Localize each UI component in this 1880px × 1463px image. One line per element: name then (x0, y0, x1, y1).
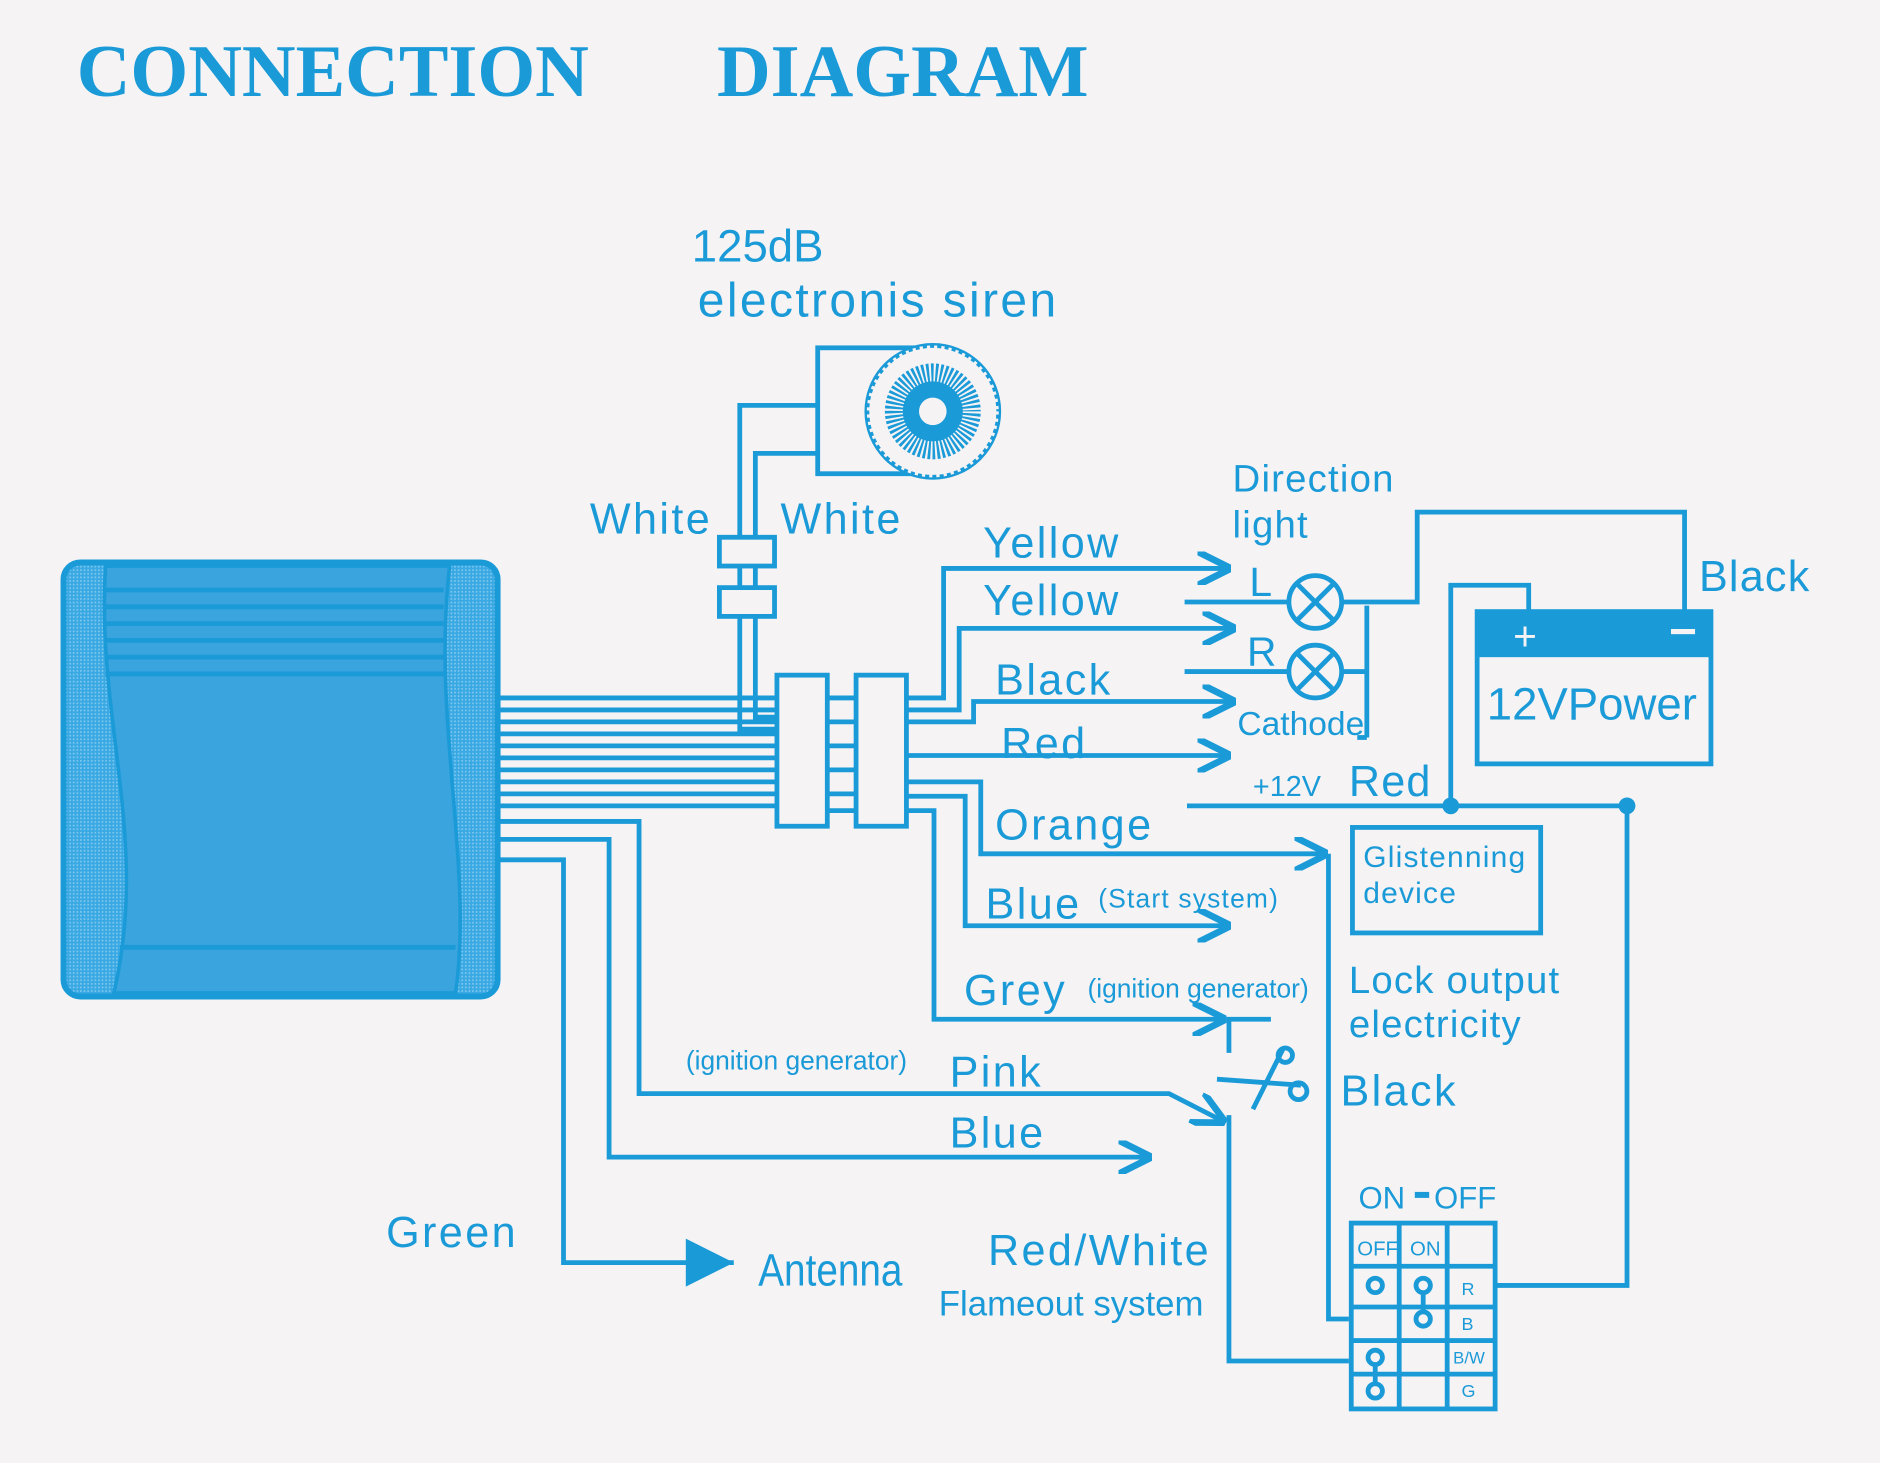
label-start-system: (Start system) (1098, 884, 1279, 914)
switch-row-r: R (1462, 1279, 1475, 1299)
label-lamp-r: R (1247, 629, 1276, 675)
label-cathode: Cathode (1237, 706, 1364, 743)
antenna-arrow-icon (685, 1238, 734, 1287)
scissors-cut-icon (1216, 1045, 1310, 1111)
wire-labels: Direction light L R Yellow Yellow Black … (386, 458, 1811, 1324)
siren-label: electronis siren (698, 275, 1059, 328)
junction-dot (1618, 797, 1636, 815)
label-grey: Grey (964, 967, 1067, 1015)
siren-db-label: 125dB (692, 221, 824, 272)
label-direction: Direction (1233, 458, 1395, 501)
output-wires (497, 568, 1325, 1266)
label-light: light (1233, 503, 1309, 546)
switch-on: ON (1358, 1181, 1405, 1216)
label-white-right: White (781, 496, 903, 544)
label-flameout: Flameout system (939, 1285, 1204, 1323)
switch-col-off: OFF (1357, 1238, 1398, 1260)
connector-1 (774, 672, 830, 829)
label-white-left: White (590, 496, 712, 544)
battery-minus: − (1669, 606, 1697, 659)
label-red: Red (1001, 720, 1087, 768)
alarm-main-unit (60, 559, 501, 1000)
label-black-battery: Black (1699, 553, 1811, 601)
label-black-lock: Black (1340, 1068, 1458, 1116)
switch-off: OFF (1434, 1181, 1496, 1216)
title-diagram: DIAGRAM (717, 31, 1089, 113)
battery-label: 12VPower (1487, 679, 1697, 730)
switch-row-b: B (1462, 1314, 1474, 1334)
label-black: Black (995, 656, 1113, 704)
glisten-line1: Glistenning (1363, 841, 1526, 874)
switch-col-on: ON (1410, 1238, 1441, 1260)
label-yellow-2: Yellow (983, 577, 1121, 625)
title-connection: CONNECTION (77, 31, 589, 113)
label-lamp-l: L (1249, 559, 1272, 605)
glisten-line2: device (1363, 877, 1457, 910)
connector-2 (853, 672, 909, 829)
fuse-holder-top (716, 534, 777, 569)
label-pink-note: (ignition generator) (686, 1046, 907, 1076)
label-plus12v: +12V (1253, 771, 1322, 803)
label-yellow-1: Yellow (983, 520, 1121, 568)
direction-lamp-l-icon (1286, 573, 1345, 631)
label-green: Green (386, 1209, 518, 1257)
label-grey-note: (ignition generator) (1087, 974, 1308, 1004)
switch-row-g: G (1462, 1381, 1476, 1401)
battery-plus: + (1513, 613, 1537, 659)
label-antenna: Antenna (758, 1244, 903, 1295)
fuse-holder-bottom (716, 585, 777, 619)
label-electricity: electricity (1349, 1003, 1522, 1046)
label-red-white: Red/White (988, 1227, 1211, 1275)
siren-icon (815, 343, 1002, 480)
label-blue: Blue (950, 1110, 1046, 1158)
switch-row-bw: B/W (1453, 1348, 1485, 1367)
label-blue-start: Blue (986, 881, 1082, 929)
direction-lamp-r-icon (1286, 642, 1345, 701)
glistening-device-box (1350, 825, 1544, 936)
label-lock-output: Lock output (1349, 959, 1561, 1002)
junction-dot (1442, 797, 1460, 815)
wire-harness (497, 695, 857, 814)
battery-12v: + − 12VPower (1474, 606, 1714, 767)
on-off-switch-table: ON OFF OFF ON R B B/W G (1348, 1181, 1498, 1412)
label-red-12v: Red (1349, 758, 1432, 806)
lamp-and-power-wires (1184, 509, 1687, 1364)
label-orange: Orange (995, 801, 1153, 849)
label-pink: Pink (950, 1048, 1044, 1096)
